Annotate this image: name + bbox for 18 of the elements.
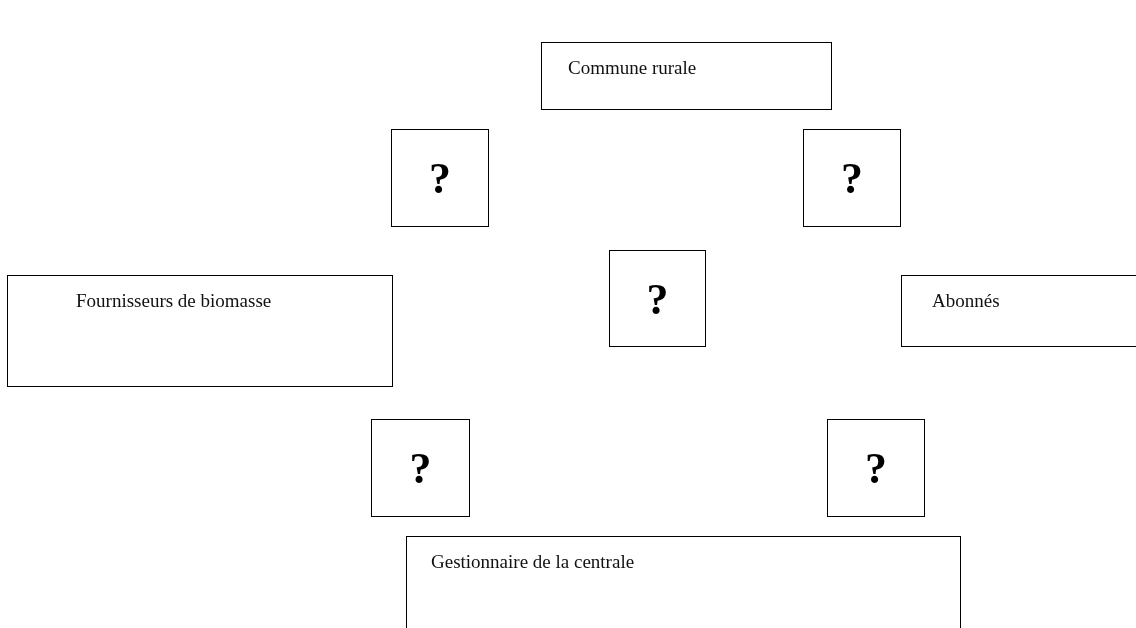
question-mark: ?	[428, 152, 452, 204]
question-box	[391, 129, 489, 227]
node-label: Abonnés	[932, 290, 1000, 312]
node-label: Fournisseurs de biomasse	[76, 290, 272, 312]
process-box	[406, 536, 961, 628]
node-label: Commune rurale	[568, 57, 697, 79]
process-box	[7, 275, 393, 387]
question-mark: ?	[864, 442, 888, 494]
process-box	[901, 275, 1136, 347]
process-box	[541, 42, 832, 110]
node-label: Gestionnaire de la centrale	[431, 551, 635, 573]
question-mark: ?	[408, 442, 433, 494]
question-box	[609, 250, 706, 347]
question-mark: ?	[840, 152, 864, 204]
question-box	[803, 129, 901, 227]
question-box	[371, 419, 470, 517]
question-box	[827, 419, 925, 517]
question-mark: ?	[645, 273, 670, 324]
